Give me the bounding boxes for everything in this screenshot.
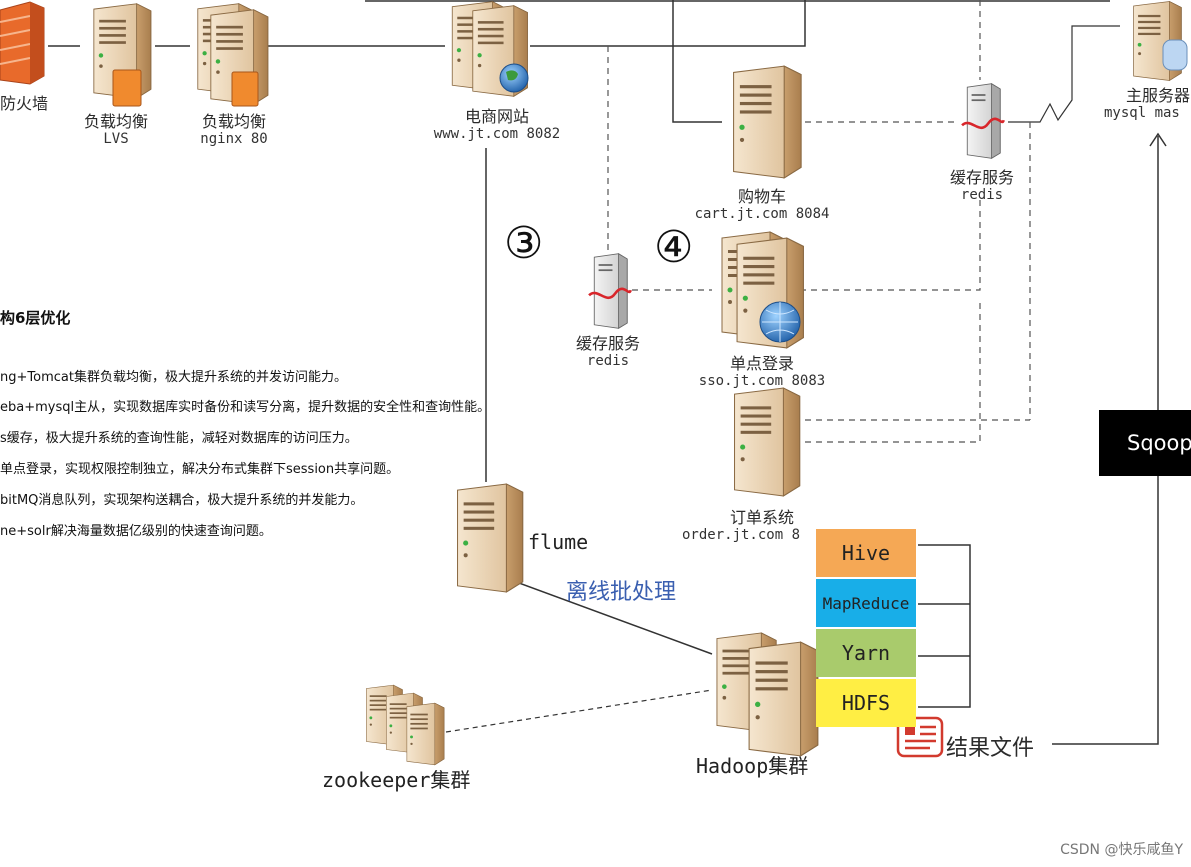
note-line: bitMQ消息队列，实现架构送耦合，极大提升系统的并发能力。 [0, 493, 364, 508]
marker-four: ④ [654, 222, 694, 273]
redis-right-cache-icon [960, 82, 1006, 160]
redis-left-label: 缓存服务 [575, 334, 641, 353]
link-flume-hadoop [499, 575, 713, 655]
hadoop-cluster-icon [716, 632, 819, 757]
website-label: 电商网站 [464, 107, 530, 126]
redis-right-sublabel: redis [960, 187, 1004, 203]
redis-left-sublabel: redis [586, 353, 630, 369]
flume-label: flume [528, 530, 589, 554]
link-website-cart [672, 0, 722, 123]
master-label: 主服务器 [1126, 86, 1191, 105]
flume-server-icon [457, 483, 524, 593]
nginx-sublabel: nginx 80 [200, 131, 268, 147]
marker-three: ③ [504, 218, 544, 269]
arrow-head-master [1149, 132, 1167, 147]
link-zookeeper-hadoop [445, 689, 713, 733]
link-order-bus [805, 300, 981, 443]
master-server-icon [1133, 1, 1188, 81]
firewall-label: 防火墙 [0, 94, 49, 113]
lvs-label: 负载均衡 [83, 112, 149, 131]
lvs-sublabel: LVS [103, 131, 129, 147]
sqoop-label: Sqoop [1127, 431, 1191, 455]
stack-mapreduce: MapReduce [816, 579, 916, 627]
note-line: ng+Tomcat集群负载均衡，极大提升系统的并发访问能力。 [0, 370, 347, 385]
link-website-right [530, 0, 806, 47]
watermark: CSDN @快乐咸鱼Y [1060, 842, 1183, 858]
nginx-label: 负载均衡 [201, 112, 267, 131]
note-line: eba+mysql主从，实现数据库实时备份和读写分离，提升数据的安全性和查询性能… [0, 400, 491, 415]
result-file-label: 结果文件 [946, 736, 1035, 761]
website-sublabel: www.jt.com 8082 [433, 126, 561, 142]
note-line: s缓存，极大提升系统的查询性能，减轻对数据库的访问压力。 [0, 431, 358, 446]
zookeeper-cluster-icon [366, 684, 445, 766]
note-line: ne+solr解决海量数据亿级别的快速查询问题。 [0, 524, 272, 539]
sso-server-icon [721, 231, 804, 349]
cart-sublabel: cart.jt.com 8084 [694, 206, 830, 222]
hadoop-label: Hadoop集群 [696, 754, 809, 778]
zookeeper-label: zookeeper集群 [322, 768, 471, 792]
order-label: 订单系统 [729, 508, 795, 527]
cart-label: 购物车 [737, 187, 787, 206]
firewall-icon [0, 1, 45, 85]
link-sso-bus [800, 200, 981, 291]
lvs-server-icon [93, 3, 152, 107]
notes-title: 构6层优化 [0, 309, 71, 327]
order-sublabel: order.jt.com 8 [682, 527, 801, 543]
stack-yarn: Yarn [816, 629, 916, 677]
cart-server-icon [733, 65, 802, 179]
stack-hdfs: HDFS [816, 679, 916, 727]
website-server-icon [451, 1, 529, 97]
redis-left-cache-icon [587, 252, 633, 330]
order-server-icon [733, 387, 801, 497]
stack-hive: Hive [816, 529, 916, 577]
link-redis-master [1008, 25, 1120, 123]
sqoop-box: Sqoop [1099, 410, 1191, 476]
note-line: 单点登录，实现权限控制独立，解决分布式集群下session共享问题。 [0, 462, 400, 477]
document-icon [896, 716, 944, 758]
connections [48, 0, 1167, 745]
link-result-sqoop [1052, 476, 1159, 745]
master-sublabel: mysql mas [1104, 105, 1180, 121]
stack-bracket [918, 544, 971, 708]
nginx-server-icon [197, 3, 269, 107]
redis-right-label: 缓存服务 [949, 168, 1015, 187]
sso-sublabel: sso.jt.com 8083 [698, 373, 826, 389]
sso-label: 单点登录 [729, 354, 795, 373]
offline-batch-label: 离线批处理 [566, 580, 677, 605]
